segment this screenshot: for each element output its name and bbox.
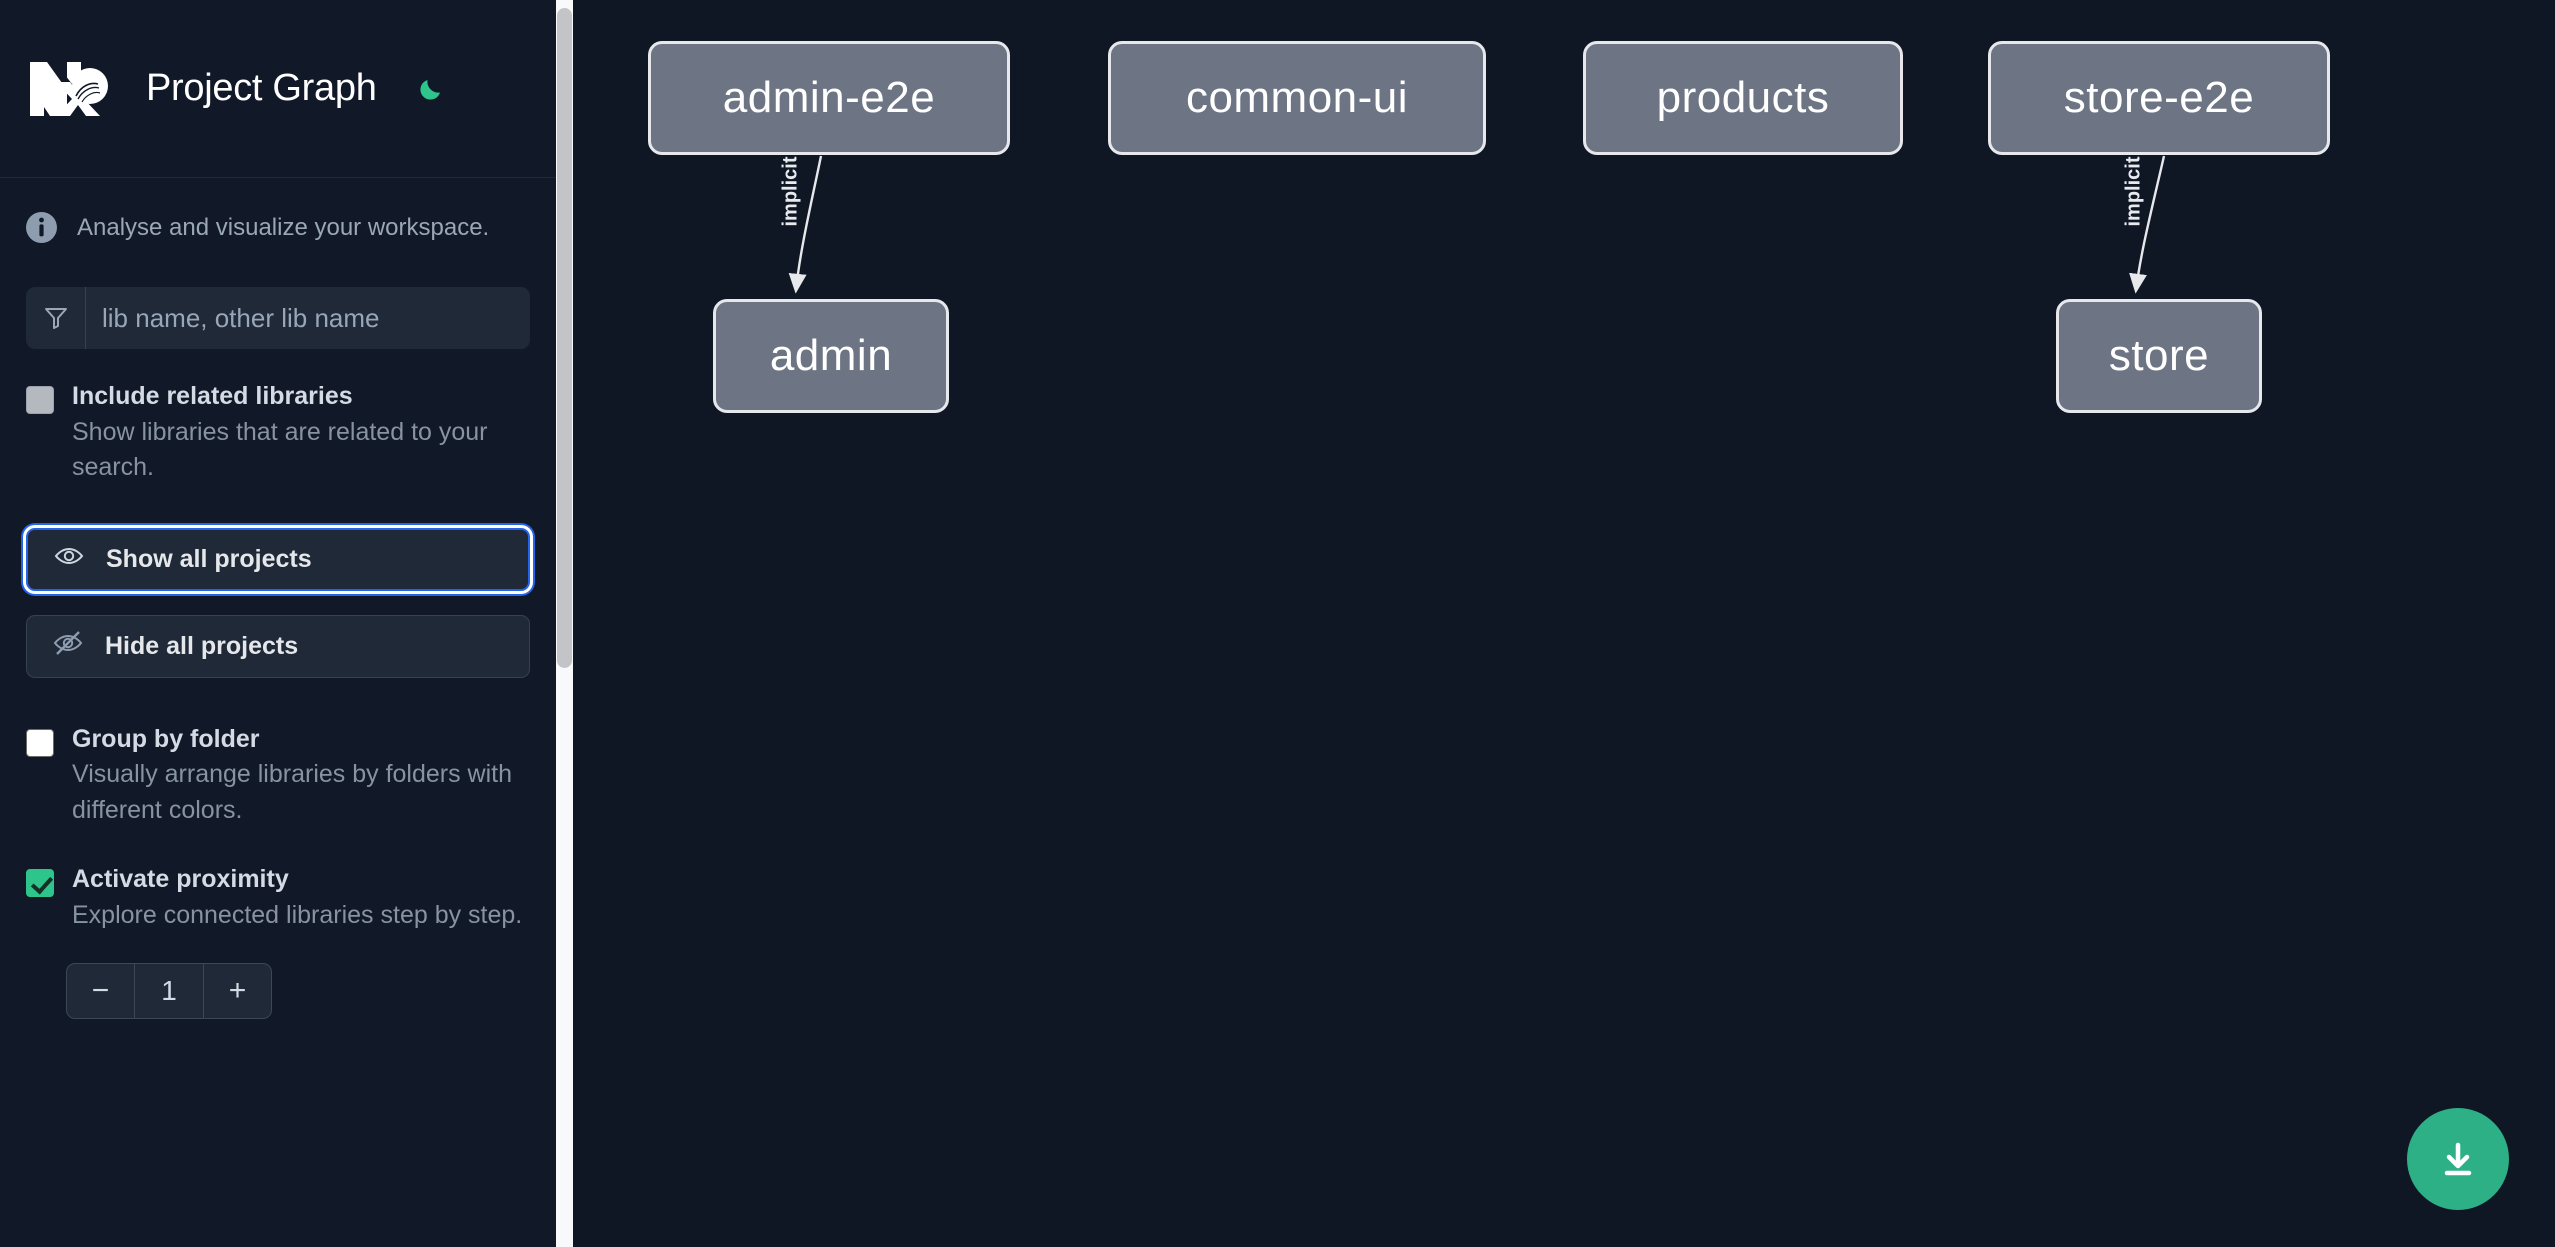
sidebar: Project Graph Analyse and visualize your… [0,0,556,1247]
show-all-projects-label: Show all projects [106,544,312,573]
option-texts: Group by folder Visually arrange librari… [72,722,524,829]
eye-off-icon [53,628,83,665]
graph-node-products[interactable]: products [1583,41,1903,155]
search-input[interactable] [86,287,530,349]
option-activate-proximity[interactable]: Activate proximity Explore connected lib… [0,828,556,933]
sidebar-scrollbar-thumb[interactable] [557,8,572,668]
graph-node-admin[interactable]: admin [713,299,949,413]
tagline-row: Analyse and visualize your workspace. [0,178,556,243]
tagline-text: Analyse and visualize your workspace. [77,213,490,241]
graph-node-store[interactable]: store [2056,299,2262,413]
info-icon [26,212,57,243]
download-icon [2444,1142,2472,1176]
include-related-libraries-checkbox[interactable] [26,386,54,414]
graph-canvas[interactable]: admin-e2e common-ui products store-e2e a… [556,0,2555,1247]
option-group-by-folder[interactable]: Group by folder Visually arrange librari… [0,678,556,829]
edge-label-implicit-store: implicit [2122,156,2145,227]
edge-admin-e2e-admin [788,155,823,294]
show-all-projects-button[interactable]: Show all projects [26,527,530,591]
nx-logo [26,58,114,120]
button-spacer [0,591,556,615]
option-description: Explore connected libraries step by step… [72,900,523,929]
graph-node-admin-e2e[interactable]: admin-e2e [648,41,1010,155]
filter-input-wrapper [26,287,530,349]
download-graph-button[interactable] [2407,1108,2509,1210]
option-description: Visually arrange libraries by folders wi… [72,760,513,824]
activate-proximity-checkbox[interactable] [26,869,54,897]
moon-icon[interactable] [411,69,451,109]
sidebar-header: Project Graph [0,0,556,178]
hide-all-projects-label: Hide all projects [105,631,299,660]
option-label: Include related libraries [72,382,353,410]
edge-label-implicit-admin: implicit [779,156,802,227]
graph-node-common-ui[interactable]: common-ui [1108,41,1486,155]
graph-node-store-e2e[interactable]: store-e2e [1988,41,2330,155]
proximity-stepper: − 1 + [66,963,272,1019]
eye-icon [54,541,84,578]
stepper-decrement-button[interactable]: − [67,964,135,1018]
option-description: Show libraries that are related to your … [72,417,488,482]
option-label: Activate proximity [72,865,289,893]
option-texts: Activate proximity Explore connected lib… [72,862,522,933]
filter-funnel-icon [26,287,86,349]
option-texts: Include related libraries Show libraries… [72,379,524,486]
hide-all-projects-button[interactable]: Hide all projects [26,614,530,678]
option-label: Group by folder [72,724,260,753]
edge-store-e2e-store [2129,155,2166,294]
graph-edges [788,155,2166,294]
page-title: Project Graph [146,67,377,109]
stepper-increment-button[interactable]: + [203,964,271,1018]
group-by-folder-checkbox[interactable] [26,728,54,757]
option-include-related-libraries[interactable]: Include related libraries Show libraries… [0,349,556,486]
stepper-value: 1 [161,975,177,1006]
